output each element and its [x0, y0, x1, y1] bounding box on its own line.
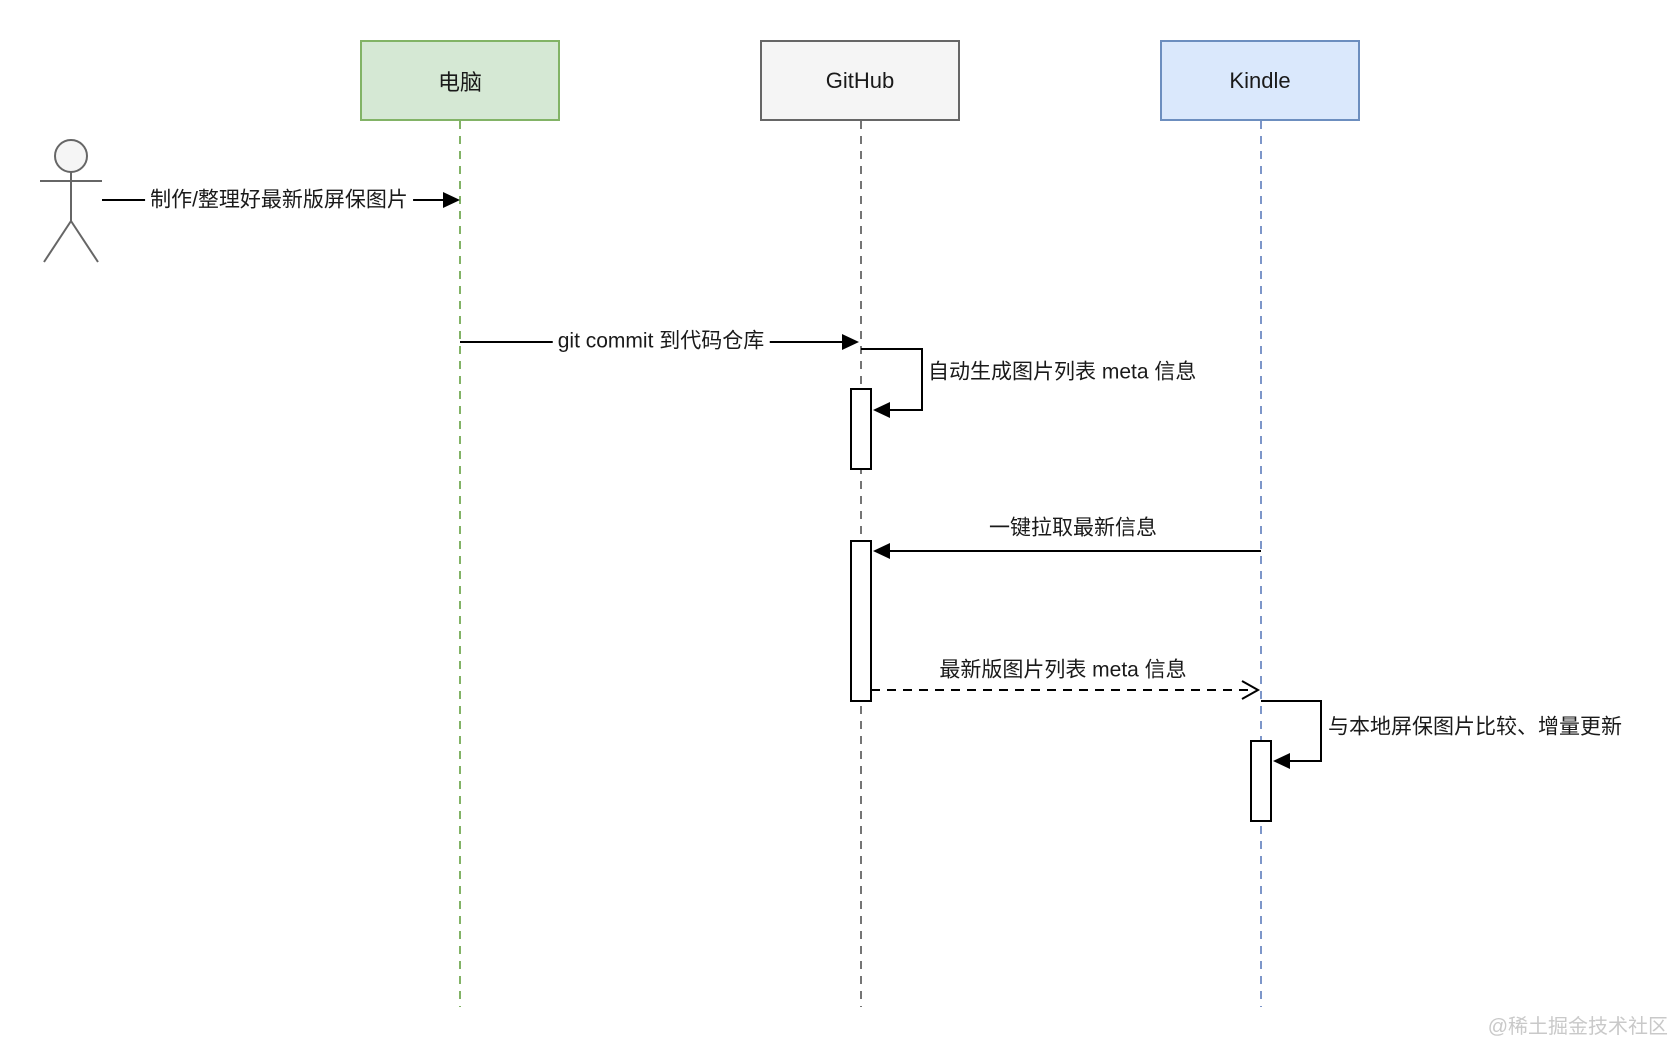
message-label-3: 自动生成图片列表 meta 信息 — [928, 360, 1197, 384]
message-label-2: git commit 到代码仓库 — [552, 328, 770, 354]
actor-head — [54, 139, 88, 173]
activation-bar-github-1 — [850, 388, 872, 470]
watermark: @稀土掘金技术社区 — [1487, 1016, 1668, 1038]
actor-leg-right — [70, 220, 99, 263]
actor-figure — [40, 139, 102, 263]
arrowhead-open — [1241, 680, 1261, 700]
activation-bar-github-2 — [850, 540, 872, 702]
arrowhead-filled — [842, 334, 859, 350]
message-label-6: 与本地屏保图片比较、增量更新 — [1328, 715, 1622, 739]
message-arrow-6-self-loop — [1261, 700, 1322, 769]
arrowhead-filled — [1273, 753, 1290, 769]
activation-bar-kindle — [1250, 740, 1272, 822]
participant-kindle: Kindle — [1160, 40, 1360, 121]
message-arrow-3-self-loop — [861, 348, 923, 418]
participant-github: GitHub — [760, 40, 960, 121]
participant-computer-label: 电脑 — [437, 69, 482, 95]
message-label-4: 一键拉取最新信息 — [989, 516, 1157, 540]
actor-leg-left — [43, 220, 72, 263]
arrowhead-filled — [443, 192, 460, 208]
message-label-1: 制作/整理好最新版屏保图片 — [145, 187, 413, 213]
message-arrow-4 — [873, 543, 1261, 559]
arrowhead-filled — [873, 402, 890, 418]
participant-github-label: GitHub — [825, 67, 895, 93]
participant-kindle-label: Kindle — [1229, 67, 1291, 93]
message-arrow-5-dashed — [871, 680, 1261, 700]
participant-computer: 电脑 — [360, 40, 560, 121]
message-label-5: 最新版图片列表 meta 信息 — [939, 658, 1187, 682]
arrowhead-filled — [873, 543, 890, 559]
